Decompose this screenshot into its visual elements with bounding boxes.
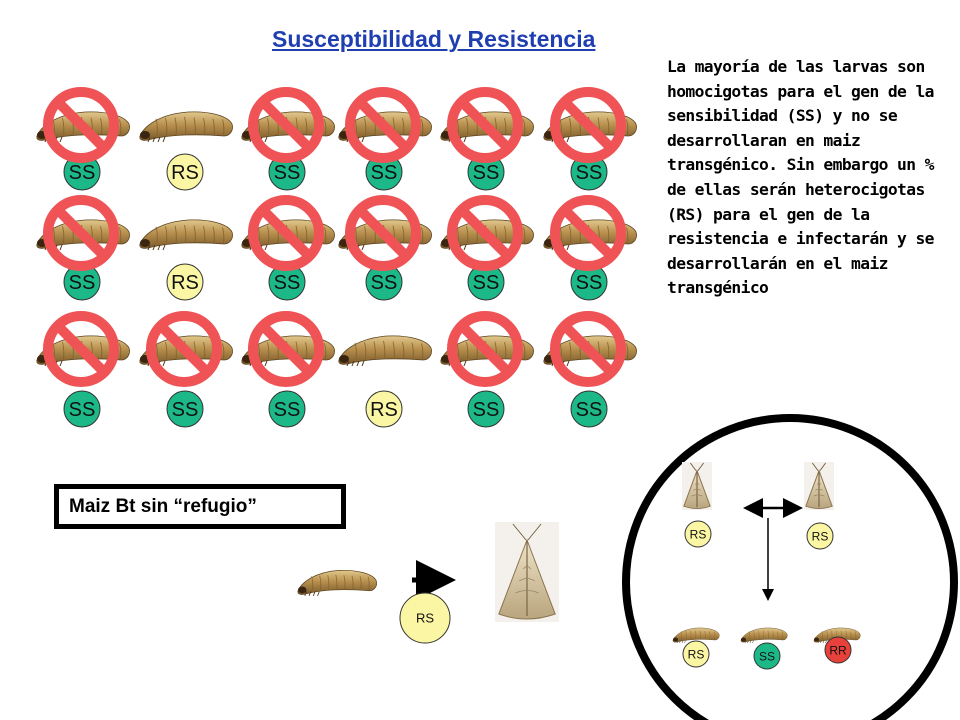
larva-grid: SS RS SS SS SS SS SS RS SS SS SS SS SS SS SS RS SS SS [36, 87, 637, 428]
larva-icon [672, 627, 720, 644]
genotype-label: RS [171, 272, 199, 294]
bottom-section: RS [297, 522, 559, 644]
prohibition-icon [447, 311, 523, 387]
larva-cell: SS [338, 87, 432, 191]
genotype-badge: RS [806, 522, 834, 550]
prohibition-icon [146, 311, 222, 387]
larva-cell: SS [241, 87, 335, 191]
genotype-label: SS [576, 162, 603, 184]
genotype-badge: SS [63, 390, 101, 428]
prohibition-icon [550, 311, 626, 387]
prohibition-icon [447, 195, 523, 271]
prohibition-icon [345, 87, 421, 163]
larva-icon [139, 219, 233, 251]
larva-icon [139, 111, 233, 143]
genotype-label: SS [473, 162, 500, 184]
genotype-badge: RS [399, 592, 451, 644]
genotype-badge: SS [63, 263, 101, 301]
genotype-badge: RS [166, 263, 204, 301]
prohibition-icon [550, 195, 626, 271]
moth-icon [682, 462, 712, 510]
genotype-badge: SS [753, 642, 781, 670]
genotype-label: SS [576, 272, 603, 294]
larva-cell: SS [36, 87, 130, 191]
genotype-badge: SS [467, 263, 505, 301]
genotype-badge: SS [63, 153, 101, 191]
prohibition-icon [248, 87, 324, 163]
genotype-label: SS [759, 649, 775, 663]
breeding-cycle: RS RS RS SS RR [622, 414, 958, 720]
larva-icon [338, 335, 432, 367]
genotype-label: SS [69, 399, 96, 421]
prohibition-icon [248, 195, 324, 271]
larva-cell: SS [338, 195, 432, 301]
larva-cell: SS [440, 311, 534, 428]
larva-cell: SS [36, 195, 130, 301]
prohibition-icon [345, 195, 421, 271]
genotype-badge: RR [824, 636, 852, 664]
larva-cell: SS [440, 195, 534, 301]
genotype-badge: RS [684, 520, 712, 548]
larva-cell: SS [139, 311, 233, 428]
description-text: La mayoría de las larvas son homocigotas… [667, 57, 934, 298]
genotype-badge: RS [365, 390, 403, 428]
larva-cell: SS [36, 311, 130, 428]
genotype-label: RR [829, 643, 847, 657]
genotype-badge: SS [467, 153, 505, 191]
larva-cell: RS [338, 335, 432, 428]
genotype-label: SS [274, 162, 301, 184]
genotype-label: SS [371, 162, 398, 184]
genotype-badge: RS [166, 153, 204, 191]
larva-cell: SS [543, 87, 637, 191]
prohibition-icon [447, 87, 523, 163]
larva-cell: SS [241, 311, 335, 428]
larva-icon [297, 569, 377, 597]
prohibition-icon [43, 195, 119, 271]
larva-cell: RS [139, 219, 233, 301]
genotype-badge: SS [570, 390, 608, 428]
condition-box: Maiz Bt sin “refugio” [54, 484, 346, 529]
genotype-badge: SS [467, 390, 505, 428]
genotype-label: RS [370, 399, 398, 421]
genotype-badge: SS [166, 390, 204, 428]
genotype-label: SS [69, 272, 96, 294]
genotype-label: SS [576, 399, 603, 421]
larva-icon [740, 627, 788, 644]
genotype-label: SS [473, 272, 500, 294]
larva-cell: SS [543, 195, 637, 301]
genotype-badge: SS [268, 390, 306, 428]
genotype-badge: SS [268, 153, 306, 191]
prohibition-icon [248, 311, 324, 387]
genotype-label: SS [274, 399, 301, 421]
genotype-label: RS [688, 647, 705, 661]
genotype-badge: RS [682, 640, 710, 668]
prohibition-icon [43, 87, 119, 163]
genotype-label: RS [812, 529, 829, 543]
genotype-label: RS [171, 162, 199, 184]
genotype-badge: SS [365, 153, 403, 191]
genotype-label: SS [274, 272, 301, 294]
larva-cell: SS [241, 195, 335, 301]
prohibition-icon [550, 87, 626, 163]
cycle-circle [622, 414, 958, 720]
moth-icon [804, 462, 834, 510]
genotype-label: SS [473, 399, 500, 421]
page-title: Susceptibilidad y Resistencia [272, 26, 596, 52]
genotype-label: SS [172, 399, 199, 421]
genotype-badge: SS [570, 263, 608, 301]
genotype-label: SS [69, 162, 96, 184]
larva-cell: SS [543, 311, 637, 428]
genotype-label: SS [371, 272, 398, 294]
moth-icon [495, 522, 559, 622]
condition-label: Maiz Bt sin “refugio” [69, 496, 257, 517]
genotype-label: RS [690, 527, 707, 541]
prohibition-icon [43, 311, 119, 387]
larva-cell: RS [139, 111, 233, 191]
larva-cell: SS [440, 87, 534, 191]
larva-icon [813, 627, 861, 644]
genotype-badge: SS [268, 263, 306, 301]
genotype-label: RS [416, 611, 434, 626]
